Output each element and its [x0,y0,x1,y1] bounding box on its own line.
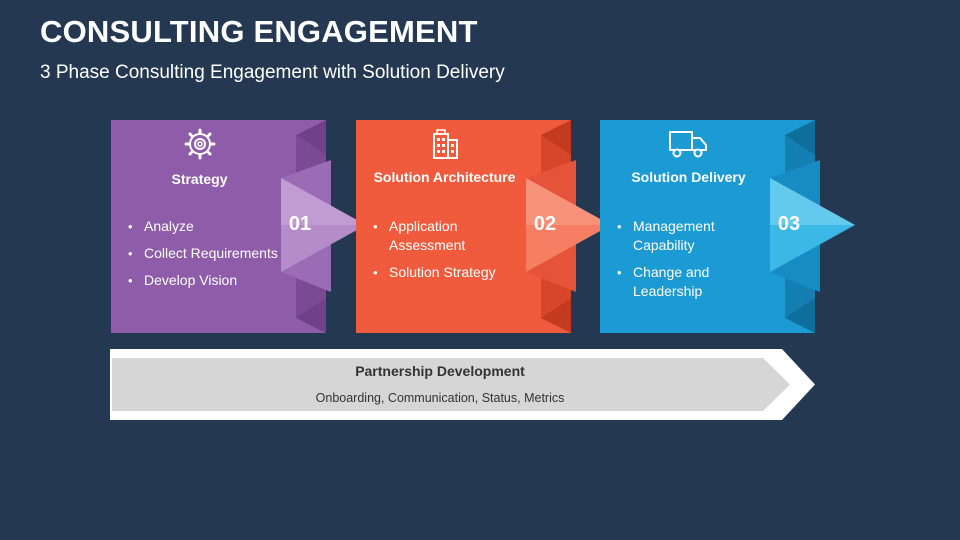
folded-arrow [770,120,855,333]
list-item: Develop Vision [128,271,288,290]
building-icon [433,129,458,159]
folded-arrow [281,120,366,333]
bullet-list: Analyze Collect Requirements Develop Vis… [128,217,288,298]
phase-number: 03 [777,213,801,235]
slide-title: CONSULTING ENGAGEMENT [40,14,478,49]
phase-card-delivery: Solution Delivery Management Capability … [600,120,855,333]
partnership-title: Partnership Development [355,363,525,379]
phase-card-strategy: Strategy Analyze Collect Requirements De… [111,120,366,333]
phase-card-architecture: Solution Architecture Application Assess… [356,120,611,333]
partnership-arrow: Partnership Development Onboarding, Comm… [110,349,815,420]
list-item: Analyze [128,217,288,236]
bullet-list: Management Capability Change and Leaders… [617,217,777,309]
phase-title: Solution Architecture [373,169,516,185]
truck-icon [669,131,707,158]
phase-title: Strategy [171,171,228,187]
phase-number: 01 [288,213,312,235]
gear-icon [184,128,216,160]
partnership-description: Onboarding, Communication, Status, Metri… [315,391,565,405]
list-item: Solution Strategy [373,263,533,282]
list-item: Management Capability [617,217,777,255]
list-item: Collect Requirements [128,244,288,263]
bullet-list: Application Assessment Solution Strategy [373,217,533,290]
phase-number: 02 [533,213,557,235]
list-item: Application Assessment [373,217,533,255]
folded-arrow [526,120,611,333]
partnership-arrow-shape [110,349,815,420]
phase-title: Solution Delivery [631,169,746,185]
slide-subtitle: 3 Phase Consulting Engagement with Solut… [40,62,505,83]
list-item: Change and Leadership [617,263,777,301]
